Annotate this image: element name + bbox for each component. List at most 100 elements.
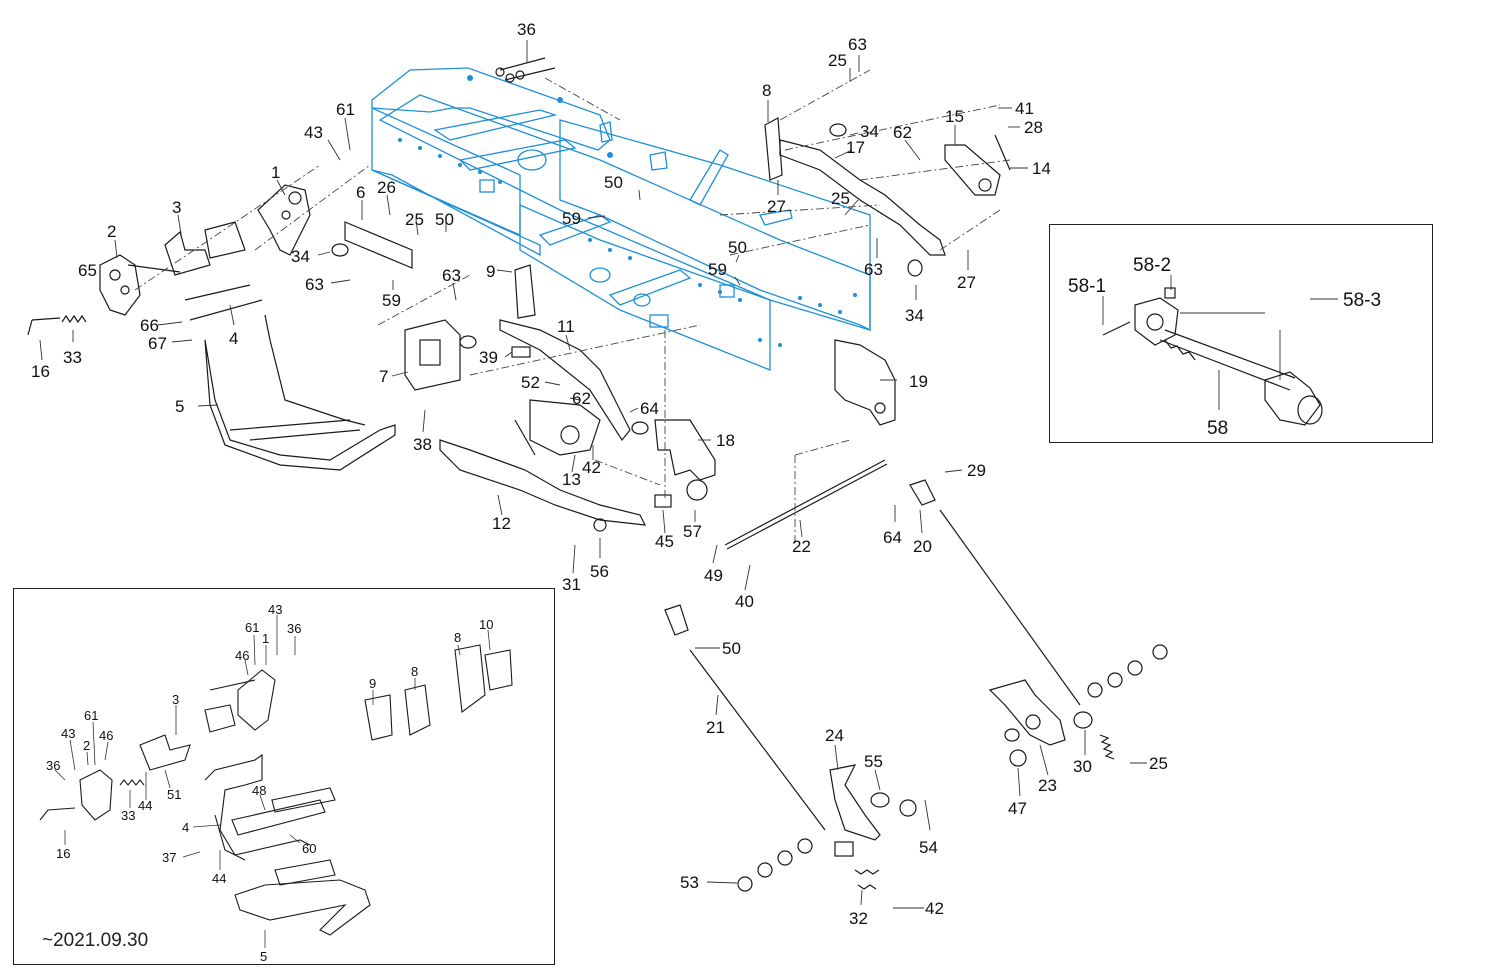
callout-65: 65: [78, 261, 97, 280]
callout-1: 1: [271, 163, 280, 182]
legacy-callout-33: 33: [121, 808, 135, 823]
callout-25-d: 25: [1149, 754, 1168, 773]
callout-2: 2: [107, 222, 116, 241]
legacy-callout-36-b: 36: [46, 758, 60, 773]
legacy-callout-3: 3: [172, 692, 179, 707]
legacy-callout-text: 43 61 36 1 46 8 10 9 8 3 61 43 2 46 36 5…: [46, 602, 493, 964]
callout-66: 66: [140, 316, 159, 335]
callout-62: 62: [893, 123, 912, 142]
callout-59: 59: [562, 209, 581, 228]
legacy-callout-10: 10: [479, 617, 493, 632]
callout-43: 43: [304, 123, 323, 142]
part-12-bar: [439, 439, 647, 526]
callout-20: 20: [913, 537, 932, 556]
clevis-20: [909, 479, 936, 506]
callout-14: 14: [1032, 159, 1051, 178]
callout-63-c: 63: [864, 260, 883, 279]
callout-26: 26: [377, 178, 396, 197]
callout-28: 28: [1024, 118, 1043, 137]
legacy-callout-36: 36: [287, 621, 301, 636]
callout-27-b: 27: [957, 273, 976, 292]
callout-55: 55: [864, 752, 883, 771]
drive-shaft-inset: [1049, 224, 1433, 443]
drive-shaft-drawing: [1102, 287, 1323, 426]
callout-56: 56: [590, 562, 609, 581]
callout-29: 29: [967, 461, 986, 480]
callout-49: 49: [704, 566, 723, 585]
callout-53: 53: [680, 873, 699, 892]
callout-4: 4: [229, 329, 238, 348]
callout-16: 16: [31, 362, 50, 381]
callout-58-3: 58-3: [1343, 290, 1381, 311]
callout-47: 47: [1008, 799, 1027, 818]
callout-61: 61: [336, 100, 355, 119]
main-callout-text: 36 25 63 8 41 28 15 34 62 17 14 61 43 1 …: [31, 20, 1168, 928]
callout-62-b: 62: [572, 389, 591, 408]
callout-50: 50: [604, 173, 623, 192]
callout-7: 7: [379, 367, 388, 386]
legacy-callout-46-b: 46: [99, 728, 113, 743]
callout-36: 36: [517, 20, 536, 39]
main-parts: [27, 57, 1168, 892]
part-7-bracket: [404, 319, 461, 391]
callout-18: 18: [716, 431, 735, 450]
washer-47: [1009, 749, 1027, 767]
callout-64-b: 64: [883, 528, 902, 547]
callout-63-d: 63: [305, 275, 324, 294]
callout-31: 31: [562, 575, 581, 594]
shaft-callout-text: 58-2 58-1 58-3 58: [1068, 255, 1381, 439]
callout-58-1: 58-1: [1068, 276, 1106, 297]
callout-42-b: 42: [925, 899, 944, 918]
callout-57: 57: [683, 522, 702, 541]
washer-34c: [907, 259, 923, 277]
callout-12: 12: [492, 514, 511, 533]
callout-5: 5: [175, 397, 184, 416]
callout-3: 3: [172, 198, 181, 217]
legacy-leaders: [54, 615, 491, 948]
callout-38: 38: [413, 435, 432, 454]
callout-30: 30: [1073, 757, 1092, 776]
callout-11: 11: [557, 317, 575, 336]
callout-6: 6: [356, 183, 365, 202]
callout-34: 34: [860, 122, 879, 141]
part-19-plate: [834, 339, 896, 426]
pin-16: [27, 317, 61, 336]
callout-32: 32: [849, 909, 868, 928]
rod-22: [724, 459, 886, 546]
callout-25-b: 25: [831, 189, 850, 208]
callout-45: 45: [655, 532, 674, 551]
legacy-callout-44: 44: [138, 798, 152, 813]
callout-59-b: 59: [708, 260, 727, 279]
callout-58: 58: [1207, 418, 1228, 439]
callout-9: 9: [486, 262, 495, 281]
block-45: [654, 494, 672, 508]
legacy-callout-43-b: 43: [61, 726, 75, 741]
legacy-callout-4: 4: [182, 820, 189, 835]
legacy-callout-44-b: 44: [212, 871, 226, 886]
legacy-assembly-inset: [13, 588, 555, 965]
legacy-callout-8-b: 8: [411, 664, 418, 679]
part-9-bracket: [514, 264, 536, 319]
legacy-callout-60: 60: [302, 841, 316, 856]
legacy-callout-8: 8: [454, 630, 461, 645]
spring-30: [1099, 734, 1115, 760]
part-11-arm: [499, 319, 631, 442]
rod-21: [689, 649, 826, 831]
block-39: [511, 346, 531, 358]
callout-34-b: 34: [291, 247, 310, 266]
callout-42: 42: [582, 458, 601, 477]
callout-25-c: 25: [405, 210, 424, 229]
legacy-assembly-drawing: [39, 644, 513, 936]
legacy-callout-5: 5: [260, 949, 267, 964]
part-24-bracket: [829, 764, 881, 841]
callout-63: 63: [848, 35, 867, 54]
callout-40: 40: [735, 592, 754, 611]
part-3-bracket: [164, 230, 211, 276]
washer-stack-a: [1087, 644, 1168, 698]
callout-54: 54: [919, 838, 938, 857]
washer-34b: [331, 243, 349, 257]
washer-stack-b: [737, 838, 813, 892]
part-8-bracket: [764, 117, 783, 181]
callout-8: 8: [762, 81, 771, 100]
